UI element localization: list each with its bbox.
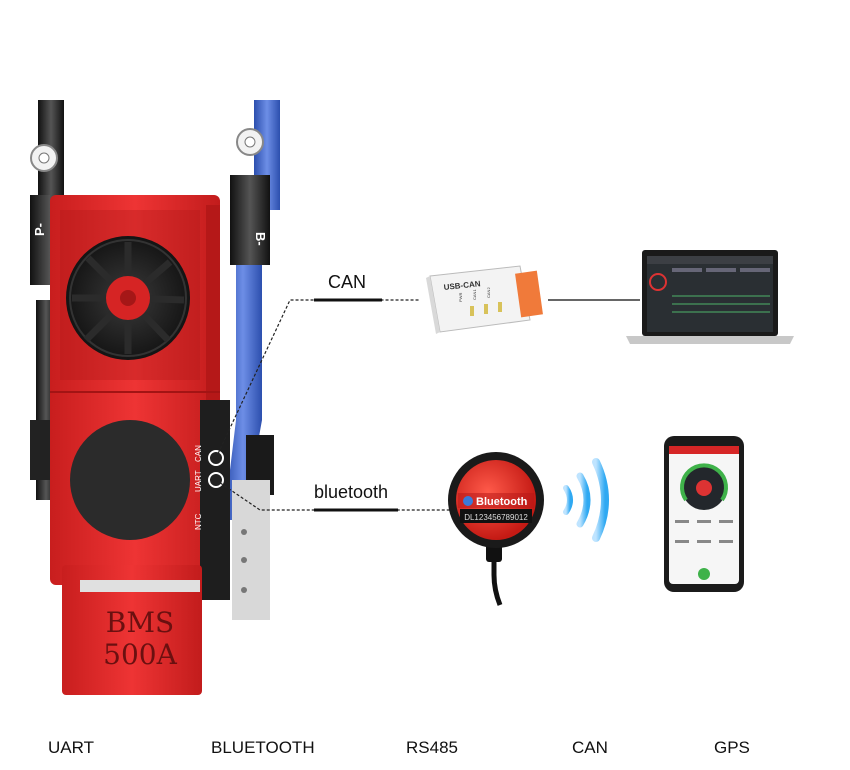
feature-rs485: RS485 <box>406 738 458 757</box>
feature-uart: UART <box>48 738 94 757</box>
ring-terminal-icon <box>30 128 264 172</box>
blue-cable <box>224 100 280 520</box>
bms-display-circle <box>70 420 190 540</box>
battery-negative-label: B- <box>253 232 268 246</box>
laptop-icon <box>626 250 794 344</box>
usb-can-port-can2: CAN2 <box>486 287 491 298</box>
phone-icon <box>664 436 744 592</box>
port-label-can: CAN <box>194 445 203 462</box>
bluetooth-module <box>448 452 544 606</box>
bluetooth-connection-line <box>215 479 450 512</box>
port-label-ntc: NTC <box>194 513 203 530</box>
feature-can: CAN <box>572 738 608 757</box>
wireless-signal-icon <box>563 458 609 542</box>
can-connection-label: CAN <box>328 272 367 292</box>
usb-can-adapter <box>426 265 543 334</box>
port-label-uart: UART <box>194 470 203 492</box>
bluetooth-serial-label: DL123456789012 <box>464 513 528 522</box>
feature-bluetooth: BLUETOOTH <box>211 738 315 757</box>
can-connection-line <box>215 298 640 459</box>
bluetooth-brand-label: Bluetooth <box>476 496 528 508</box>
bluetooth-connection-label: bluetooth <box>314 482 389 502</box>
pack-negative-label: P- <box>32 223 47 236</box>
usb-can-port-can1: CAN1 <box>472 289 477 300</box>
bms-model-line1: BMS <box>106 606 174 639</box>
bms-model-line2: 500A <box>103 638 177 671</box>
usb-can-port-pwr: PWR <box>458 293 463 302</box>
feature-gps: GPS <box>714 738 750 757</box>
usb-can-title: USB-CAN <box>443 279 481 292</box>
fan-icon <box>60 210 200 380</box>
